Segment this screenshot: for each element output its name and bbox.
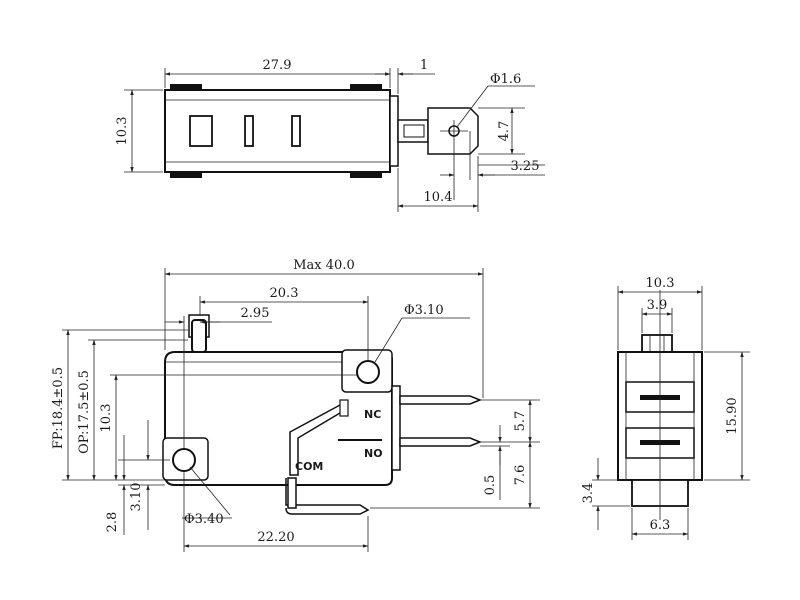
label-nc: NC	[364, 408, 381, 421]
dim-terminal-length: 10.4	[424, 190, 453, 205]
dim-bottom-edge: 2.8	[105, 512, 120, 533]
no-terminal	[399, 437, 483, 447]
top-view-slot	[189, 115, 213, 147]
dim-terminal-offset: 1	[420, 58, 428, 73]
dim-side-height: 15.90	[725, 397, 740, 434]
front-view: NC NO COM Max 40.0 20.3 2.95 Φ3.10	[51, 258, 540, 552]
top-view-slot	[244, 115, 254, 147]
top-view: 27.9 1 Φ1.6 10.3 4.7 3.25 10.4	[115, 58, 545, 212]
dim-bottom-hole-dia: Φ3.40	[184, 512, 224, 527]
dim-side-width: 10.3	[646, 276, 675, 291]
top-view-body	[164, 89, 391, 173]
dim-hole-dia: Φ1.6	[490, 72, 521, 87]
dim-terminal-thickness: 0.5	[483, 475, 498, 496]
dim-top-hole-dia: Φ3.10	[404, 303, 444, 318]
dim-base-width: 6.3	[650, 518, 671, 533]
dim-hole-offset: 3.25	[511, 159, 540, 174]
dim-length: 27.9	[263, 58, 292, 73]
nc-terminal	[399, 395, 483, 405]
dim-plunger-width: 3.9	[647, 298, 668, 313]
dim-free-position: FP:18.4±0.5	[51, 367, 66, 449]
top-mounting-hole	[356, 360, 380, 384]
bottom-mounting-hole	[172, 448, 196, 472]
dim-com-offset: 7.6	[513, 465, 528, 486]
dim-plunger-offset: 2.95	[241, 306, 270, 321]
dim-operating-position: OP:17.5±0.5	[77, 370, 92, 454]
dim-base-height: 3.4	[581, 483, 596, 504]
dim-terminal-spacing: 5.7	[513, 411, 528, 432]
plunger-actuator	[191, 319, 207, 353]
top-view-slot	[291, 115, 301, 147]
com-terminal	[285, 478, 370, 515]
dim-tab-width: 4.7	[497, 121, 512, 142]
side-view: 10.3 3.9 15.90 3.4 6.3	[581, 276, 750, 540]
dim-bottom-hole-offset: 3.10	[129, 483, 144, 512]
label-no: NO	[364, 447, 383, 460]
side-plunger	[641, 334, 673, 354]
dim-max-length: Max 40.0	[293, 258, 354, 273]
dim-bottom-hole-spacing: 22.20	[257, 530, 294, 545]
dim-height: 10.3	[115, 117, 130, 146]
label-com: COM	[295, 460, 323, 473]
dim-hole-spacing: 20.3	[270, 286, 299, 301]
dim-body-height: 10.3	[99, 404, 114, 433]
